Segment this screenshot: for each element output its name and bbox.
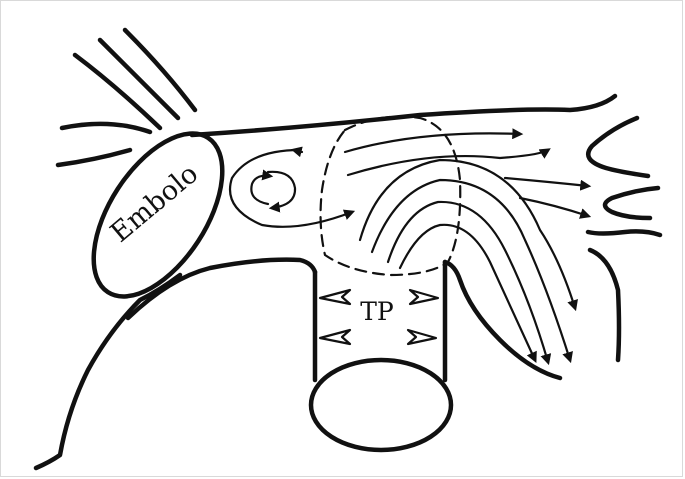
trunk-label: TP — [360, 297, 394, 326]
embolus: Embolo — [68, 112, 249, 319]
flow-streamlines — [345, 133, 588, 362]
dashed-flow-region — [321, 117, 461, 276]
embolus-label: Embolo — [105, 158, 204, 248]
trunk-arrows: TP — [320, 290, 438, 344]
left-tributaries — [58, 30, 195, 165]
recirculation-vortex — [230, 150, 352, 227]
right-branches — [588, 118, 660, 360]
trunk-cross-section — [311, 360, 451, 450]
